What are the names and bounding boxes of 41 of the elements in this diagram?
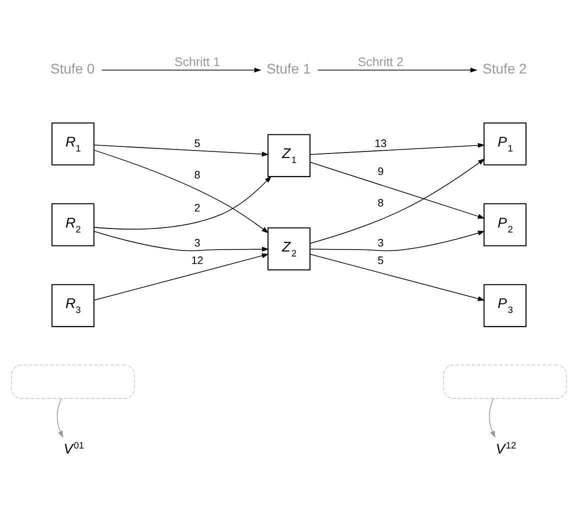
node-text: Stufe 1	[266, 60, 311, 77]
node-text: Stufe 2	[482, 60, 527, 77]
edge-label: 12	[191, 254, 204, 267]
node-text: V$^{12}$	[496, 440, 516, 457]
edge-label: 5	[194, 138, 200, 150]
arrow	[310, 158, 485, 244]
arrow	[94, 176, 272, 230]
node-text: Stufe 0	[50, 60, 95, 77]
edge-label: Schritt 2	[358, 55, 404, 70]
edge-label: 3	[194, 238, 200, 250]
arrow	[94, 231, 269, 252]
arrow	[94, 253, 269, 301]
arrow	[310, 142, 485, 155]
node-box: P$_{1}$	[484, 122, 527, 166]
edge-label: 5	[378, 254, 384, 267]
node-box	[11, 364, 135, 399]
edge-label: Schritt 1	[174, 55, 220, 70]
node-box: R$_{1}$	[51, 122, 94, 166]
edge-label: 3	[378, 238, 384, 250]
edge-label: 8	[378, 197, 384, 210]
edge-label: 9	[378, 166, 384, 178]
node-box: P$_{2}$	[484, 203, 527, 246]
arrow	[310, 162, 485, 219]
arrow	[310, 254, 485, 302]
edge-label: 2	[194, 202, 200, 215]
arrow	[101, 68, 262, 73]
node-box: R$_{3}$	[51, 284, 94, 328]
node-box: Z$_{1}$	[268, 134, 310, 178]
arrow	[488, 398, 496, 438]
edge-label: 13	[374, 138, 387, 150]
arrow	[317, 68, 478, 73]
arrow	[94, 150, 269, 234]
node-box	[443, 364, 567, 399]
node-box: P$_{3}$	[484, 284, 527, 328]
arrow	[94, 144, 269, 157]
node-box: Z$_{2}$	[268, 227, 310, 270]
arrow	[310, 230, 485, 252]
node-box: R$_{2}$	[51, 203, 94, 246]
edge-label: 8	[194, 169, 200, 182]
node-text: V$^{01}$	[64, 440, 84, 457]
arrow	[56, 398, 64, 438]
